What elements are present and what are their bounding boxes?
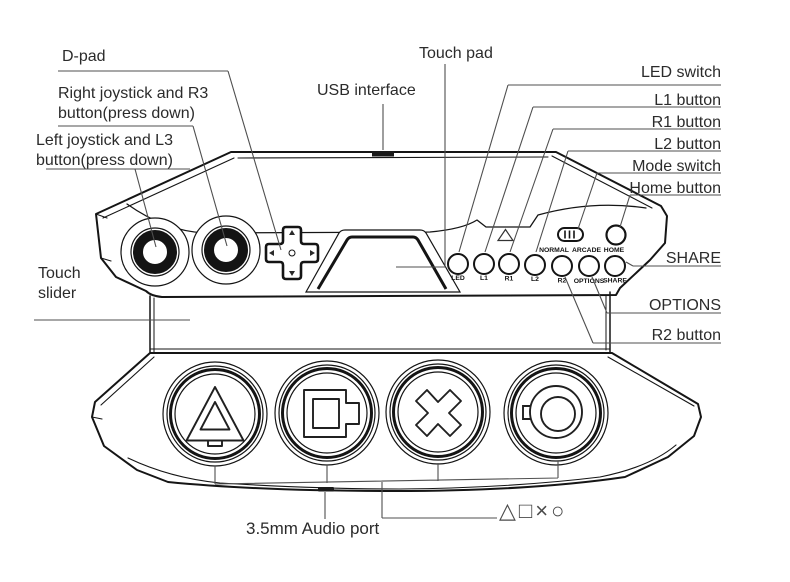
touchpad-bezel <box>316 235 448 290</box>
leader-r1 <box>509 128 721 253</box>
leader-home <box>619 194 721 228</box>
top-deck-inner-edges <box>95 155 653 262</box>
callout-touch-slider: Touch slider <box>38 265 81 302</box>
function-button-labels: LED L1 R1 L2 R2 OPTIONS SHARE <box>451 275 627 285</box>
home-label: HOME <box>604 247 625 254</box>
face-buttons <box>162 359 609 467</box>
callout-home: Home button <box>629 180 721 197</box>
usb-port <box>372 151 394 157</box>
mode-switch-labels: NORMAL ARCADE HOME <box>539 247 625 254</box>
share-button <box>604 255 626 277</box>
arcade-label: ARCADE <box>572 247 602 254</box>
leader-l2 <box>535 150 721 253</box>
callout-audio-port: 3.5mm Audio port <box>246 519 380 538</box>
callout-share: SHARE <box>665 250 721 267</box>
leader-share <box>625 261 721 267</box>
leader-dpad <box>58 70 282 251</box>
mode-switch <box>557 227 584 242</box>
cross-icon <box>415 389 462 437</box>
r1-button <box>498 253 520 275</box>
square-icon <box>303 389 360 438</box>
callout-options: OPTIONS <box>648 297 721 314</box>
leader-mode-switch <box>577 172 721 230</box>
r2-button <box>551 255 573 277</box>
l1-button-label: L1 <box>480 275 488 282</box>
normal-label: NORMAL <box>539 247 569 254</box>
device-body <box>91 151 702 492</box>
triangle-button <box>162 361 268 467</box>
leader-face-symbols <box>214 461 559 519</box>
circle-button <box>503 360 609 466</box>
leader-left-joystick <box>46 168 190 248</box>
callout-r1: R1 button <box>651 114 721 131</box>
triangle-icon <box>185 386 245 447</box>
l2-button-label: L2 <box>531 276 539 283</box>
led-button <box>447 253 469 275</box>
callout-touchpad: Touch pad <box>419 45 493 62</box>
callout-left-joystick: Left joystick and L3 button(press down) <box>36 132 173 169</box>
leader-l1 <box>484 106 721 253</box>
home-button <box>605 224 627 246</box>
touch-slider-strip <box>149 291 612 354</box>
leader-right-joystick <box>58 125 228 247</box>
callout-usb: USB interface <box>317 82 416 99</box>
leader-options <box>591 276 721 314</box>
led-button-label: LED <box>451 275 465 282</box>
options-button <box>578 255 600 277</box>
callout-mode-switch: Mode switch <box>632 158 721 175</box>
leader-led-switch <box>458 84 721 253</box>
callout-right-joystick: Right joystick and R3 button(press down) <box>58 85 209 122</box>
dpad-center-dot <box>288 249 296 257</box>
leader-touchpad <box>396 64 446 268</box>
left-joystick <box>120 217 190 287</box>
dpad-cross <box>264 225 320 281</box>
share-button-label: SHARE <box>603 278 627 285</box>
touchpad <box>304 229 462 293</box>
leader-r2 <box>564 276 721 344</box>
function-buttons <box>447 253 626 277</box>
dpad <box>264 225 320 281</box>
face-button-symbols: △□×○ <box>499 498 568 523</box>
r1-button-label: R1 <box>505 276 514 283</box>
callout-led-switch: LED switch <box>640 64 721 81</box>
circle-icon <box>529 385 583 439</box>
bottom-shell-outline <box>91 352 702 492</box>
r2-button-label: R2 <box>558 278 567 285</box>
callout-dpad: D-pad <box>62 48 106 65</box>
bottom-shell-inner-edges <box>91 356 695 490</box>
leader-lines <box>34 64 721 519</box>
deck-triangle-marker <box>496 228 515 242</box>
audio-port <box>318 487 334 492</box>
options-button-label: OPTIONS <box>574 278 605 285</box>
l1-button <box>473 253 495 275</box>
right-joystick <box>191 215 261 285</box>
callout-r2: R2 button <box>651 327 721 344</box>
l2-button <box>524 254 546 276</box>
callout-l2: L2 button <box>654 136 721 153</box>
callout-l1: L1 button <box>654 92 721 109</box>
